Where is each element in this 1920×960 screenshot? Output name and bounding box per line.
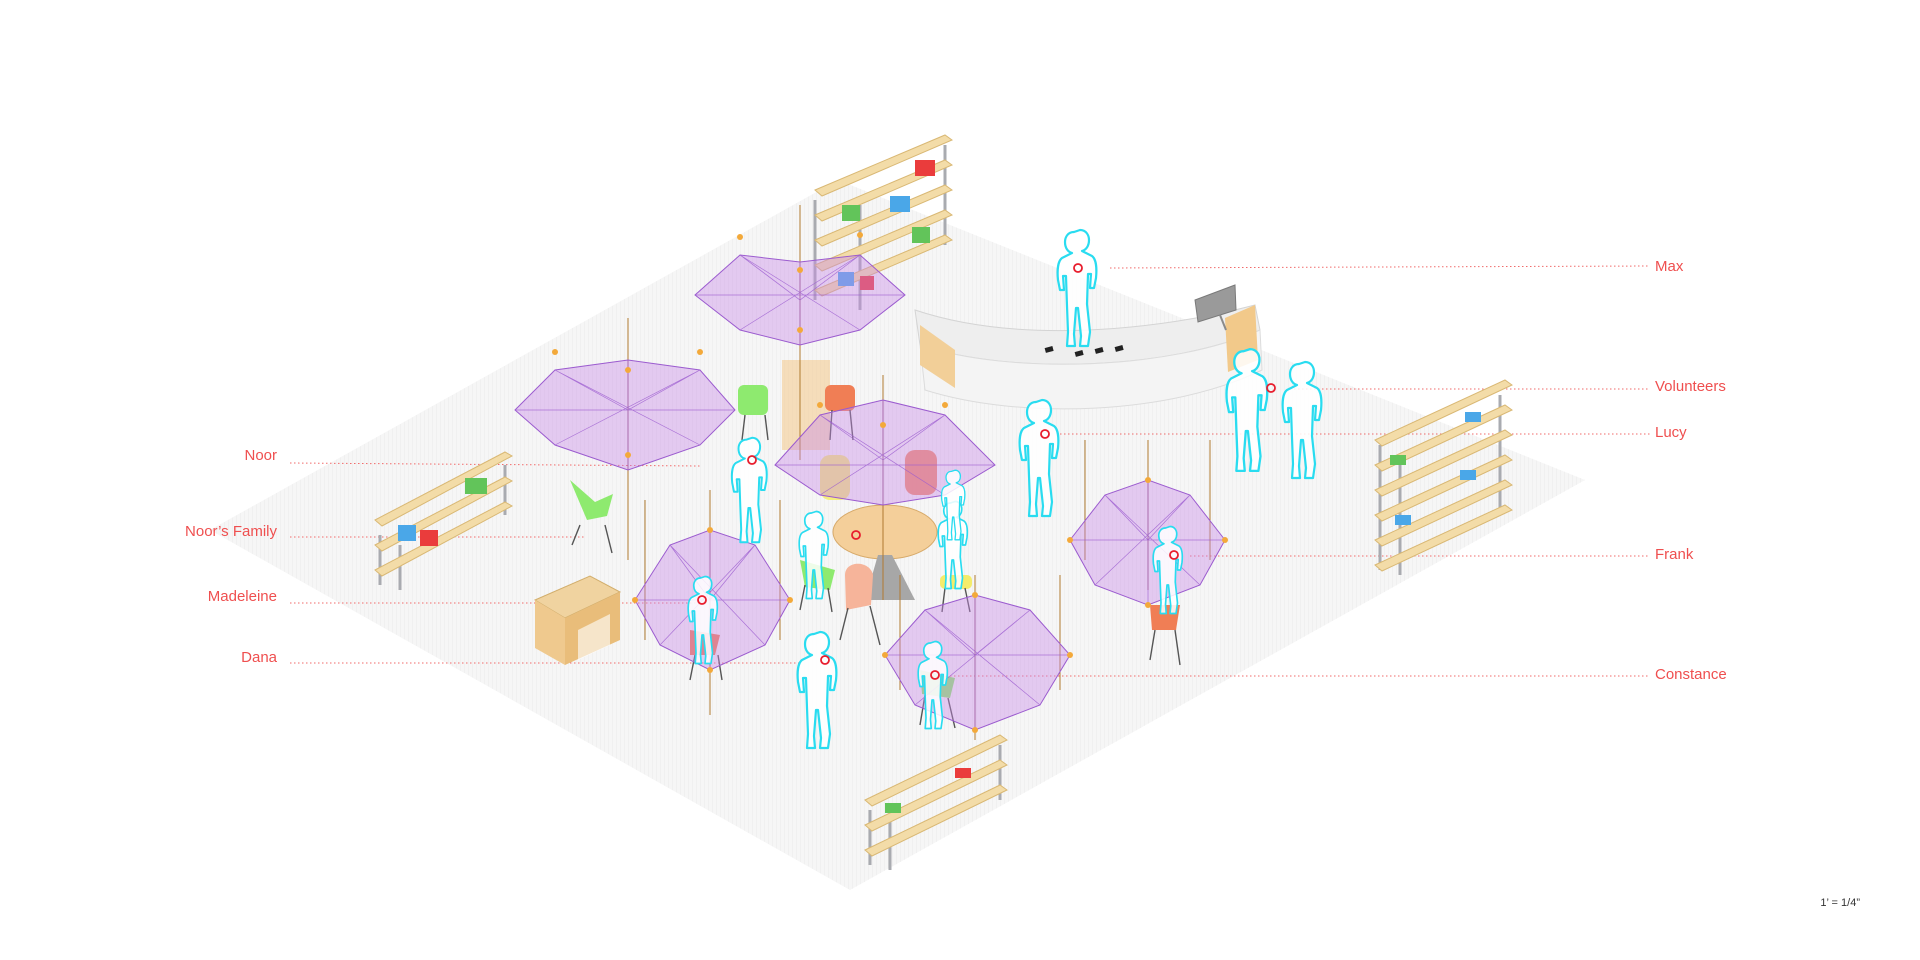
scale-note: 1’ = 1/4”: [1820, 897, 1860, 909]
chair-icon: [570, 480, 613, 554]
label-frank: Frank: [1655, 546, 1694, 563]
label-noors-family: Noor’s Family: [185, 523, 277, 540]
chair-icon: [905, 450, 937, 495]
geodesic-canopy-icon: [514, 318, 736, 560]
geodesic-canopy-icon: [1067, 440, 1228, 608]
geodesic-canopy-icon: [694, 205, 906, 460]
label-max: Max: [1655, 258, 1684, 275]
heart-marker-icon: [697, 263, 1276, 680]
chair-icon: [738, 385, 769, 441]
wooden-side-table: [533, 575, 622, 665]
bookshelf-right: [1374, 379, 1513, 575]
label-dana: Dana: [241, 649, 278, 666]
monitor-icon: [1194, 284, 1237, 331]
label-noor: Noor: [244, 447, 277, 464]
bookshelf-front: [864, 734, 1008, 870]
chair-icon: [825, 385, 855, 441]
chair-icon: [839, 563, 881, 646]
bookshelf-back: [813, 134, 954, 310]
label-lucy: Lucy: [1655, 424, 1687, 441]
bookshelf-left: [374, 451, 514, 590]
chair-icon: [820, 455, 850, 500]
geodesic-canopy-icon: [774, 375, 996, 600]
label-constance: Constance: [1655, 666, 1727, 683]
label-volunteers: Volunteers: [1655, 378, 1726, 395]
label-madeleine: Madeleine: [208, 588, 277, 605]
round-table: [782, 360, 938, 600]
